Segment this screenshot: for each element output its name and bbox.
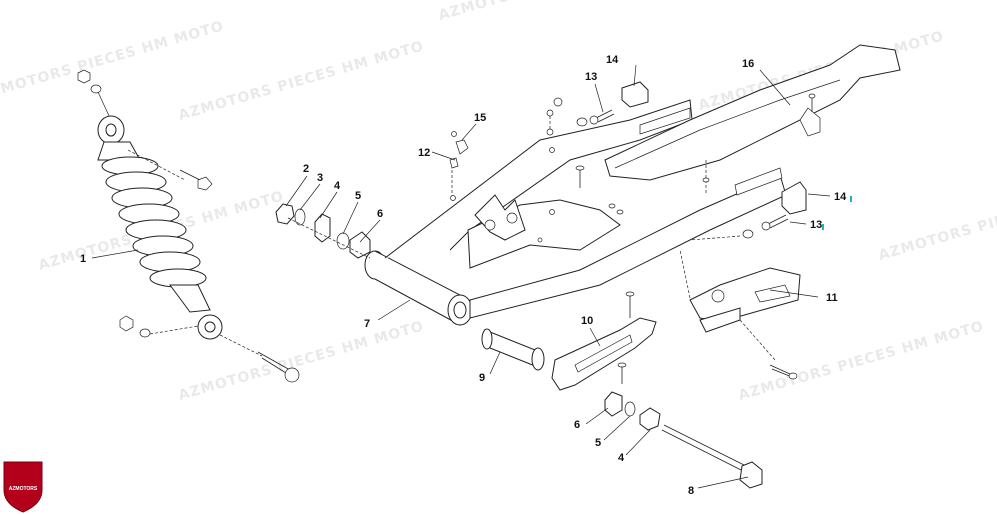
chain-adjuster-plate: [551, 291, 657, 391]
callout-labels: 1 2 3 4 5 6 7 8 9 10 11 12 13 14 15 16 1…: [80, 54, 852, 497]
callout-6-right: 6: [574, 419, 580, 431]
callout-5: 5: [355, 190, 361, 202]
spacer-tube: [481, 328, 545, 371]
chain-slider-right: [608, 181, 807, 241]
callout-3: 3: [317, 172, 323, 184]
chain-guide: [679, 249, 801, 380]
callout-8: 8: [688, 485, 694, 497]
callout-12: 12: [418, 147, 430, 159]
small-fasteners: [449, 97, 563, 196]
callout-16: 16: [742, 58, 754, 70]
watermark: AZMOTORS PIECES HM MOTO: [877, 178, 997, 264]
pivot-parts-right: [604, 391, 763, 489]
callout-4: 4: [334, 180, 341, 192]
callout-2: 2: [303, 163, 309, 175]
shock-spring: [101, 156, 207, 288]
logo-text: AZMOTORS: [9, 486, 38, 492]
callout-13-top: 13: [585, 71, 597, 83]
callout-10: 10: [581, 315, 593, 327]
watermark: AZMOTORS PIECES HM MOTO: [437, 0, 686, 24]
watermark: AZMOTORS PIECES HM MOTO: [737, 318, 986, 404]
watermark: AZMOTORS PIECES HM MOTO: [0, 18, 226, 104]
watermark: AZMOTORS PIECES HM MOTO: [177, 38, 426, 124]
callout-6: 6: [377, 208, 383, 220]
callout-11: 11: [826, 292, 838, 304]
bolt-top: [576, 83, 615, 127]
callout-5-right: 5: [595, 437, 601, 449]
cyan-marker: [822, 224, 824, 230]
callout-1: 1: [80, 253, 86, 265]
callout-14-right: 14: [834, 191, 847, 203]
chain-guard: [604, 44, 901, 195]
callout-9: 9: [479, 372, 485, 384]
swingarm: [364, 99, 787, 326]
azmotors-logo: AZMOTORS: [3, 461, 43, 513]
callout-13-right: 13: [810, 219, 822, 231]
pivot-parts-left: [275, 203, 371, 259]
callout-leaders: [91, 69, 831, 489]
callout-7: 7: [364, 318, 370, 330]
callout-4-right: 4: [618, 452, 625, 464]
callout-15: 15: [474, 112, 486, 124]
rear-shock-absorber: [77, 69, 300, 383]
callout-14-top: 14: [606, 54, 619, 66]
shield-icon: [3, 461, 43, 513]
chain-slider-top: [621, 64, 649, 108]
cyan-marker: [850, 196, 852, 202]
